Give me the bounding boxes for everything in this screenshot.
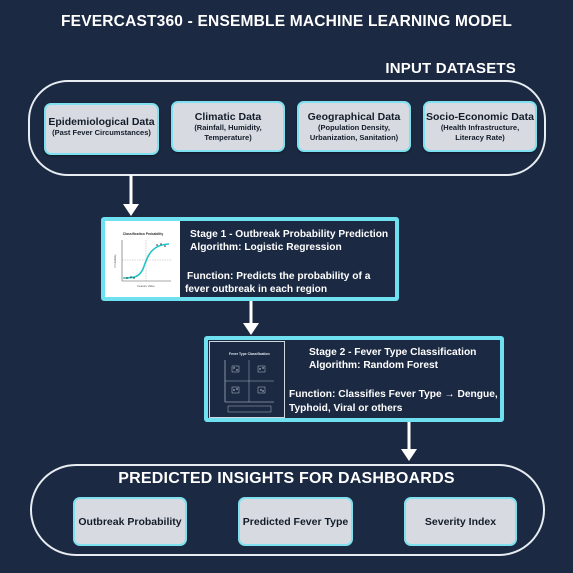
stage2-function: Function: Classifies Fever Type → Dengue… <box>289 389 498 400</box>
arrow-stage2-to-insights <box>401 422 417 461</box>
dataset-subtitle-2: Literacy Rate) <box>455 133 505 142</box>
thumb-ylabel: Probability <box>113 254 117 268</box>
arrow-inputs-to-stage1 <box>123 175 139 216</box>
dataset-socio-economic: Socio-Economic Data (Health Infrastructu… <box>423 101 537 152</box>
dataset-epidemiological: Epidemiological Data (Past Fever Circums… <box>44 103 159 155</box>
dataset-subtitle-2: Temperature) <box>204 133 252 142</box>
stage2-chart-thumbnail: Fever Type Classification <box>209 341 285 418</box>
stage1-function-2: fever outbreak in each region <box>185 284 328 295</box>
dataset-subtitle: (Rainfall, Humidity, <box>194 123 262 132</box>
dataset-subtitle: (Health Infrastructure, <box>440 123 520 132</box>
stage1-chart-thumbnail: Classification Probability Feature Value… <box>105 221 180 297</box>
insights-heading: PREDICTED INSIGHTS FOR DASHBOARDS <box>118 470 455 487</box>
dataset-title: Geographical Data <box>307 111 401 123</box>
insights-container <box>30 464 545 556</box>
dataset-title: Epidemiological Data <box>48 116 155 128</box>
dataset-subtitle-2: Urbanization, Sanitation) <box>309 133 399 142</box>
stage2-algorithm: Algorithm: Random Forest <box>309 360 439 371</box>
arrow-stage1-to-stage2 <box>243 299 259 335</box>
dataset-geographical: Geographical Data (Population Density, U… <box>297 101 411 152</box>
thumb-xlabel: Feature Value <box>137 284 155 288</box>
classification-grid-icon: Fever Type Classification <box>224 352 274 413</box>
stage1-heading: Stage 1 - Outbreak Probability Predictio… <box>190 229 389 240</box>
dataset-subtitle: (Past Fever Circumstances) <box>52 128 151 137</box>
dataset-subtitle: (Population Density, <box>318 123 390 132</box>
thumb-title: Classification Probability <box>123 232 164 236</box>
stage2-heading: Stage 2 - Fever Type Classification <box>309 347 477 358</box>
logistic-curve-icon: Classification Probability Feature Value… <box>113 232 171 288</box>
input-datasets-container <box>28 80 546 176</box>
dataset-title: Climatic Data <box>194 111 262 123</box>
thumb-title: Fever Type Classification <box>229 352 270 356</box>
input-datasets-heading: INPUT DATASETS <box>385 60 516 77</box>
stage1-function: Function: Predicts the probability of a <box>187 271 371 282</box>
stage2-function-2: Typhoid, Viral or others <box>289 403 403 414</box>
dataset-climatic: Climatic Data (Rainfall, Humidity, Tempe… <box>171 101 285 152</box>
dataset-title: Socio-Economic Data <box>426 111 534 123</box>
insight-severity-index: Severity Index <box>404 497 517 546</box>
stage1-algorithm: Algorithm: Logistic Regression <box>190 242 342 253</box>
insight-predicted-fever-type: Predicted Fever Type <box>238 497 353 546</box>
diagram-title: FEVERCAST360 - ENSEMBLE MACHINE LEARNING… <box>61 13 512 30</box>
insight-outbreak-probability: Outbreak Probability <box>73 497 187 546</box>
